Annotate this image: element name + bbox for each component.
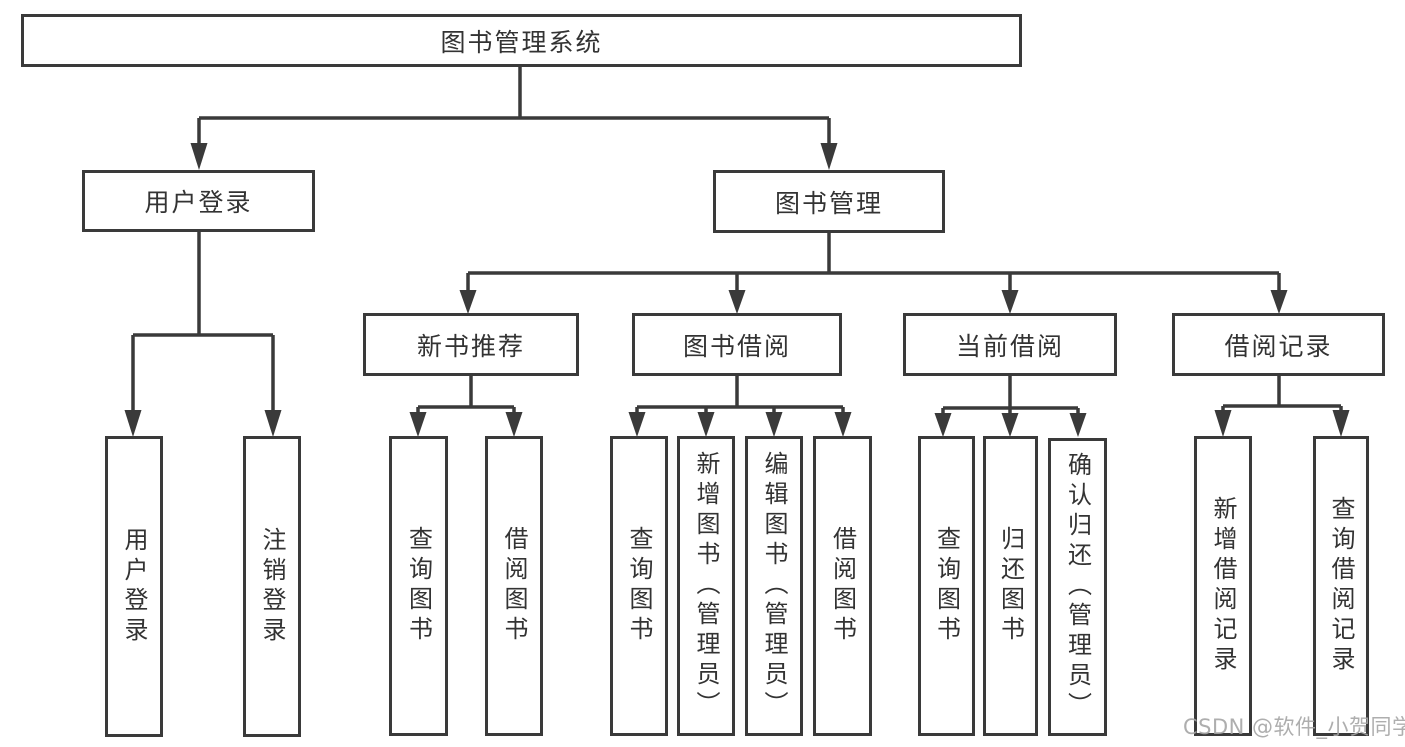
node-book-management: 图书管理 xyxy=(713,170,945,233)
leaf-edit-books-admin: 编辑图书（管理员） xyxy=(745,436,803,736)
leaf-borrow-books-recommend-label: 借阅图书 xyxy=(500,526,528,646)
arrowhead xyxy=(124,410,142,437)
leaf-confirm-return-admin-label: 确认归还（管理员） xyxy=(1063,452,1092,722)
arrowhead xyxy=(765,412,783,437)
node-borrowing-records-label: 借阅记录 xyxy=(1224,331,1333,361)
leaf-return-books-label: 归还图书 xyxy=(996,526,1025,646)
arrowhead xyxy=(1001,413,1019,437)
arrowhead xyxy=(834,412,852,437)
leaf-query-books-borrowing: 查询图书 xyxy=(610,436,668,736)
leaf-query-borrow-record-label: 查询借阅记录 xyxy=(1327,496,1355,676)
csdn-watermark: CSDN @软件_小贺同学 xyxy=(1183,715,1405,739)
leaf-add-borrow-record-label: 新增借阅记录 xyxy=(1209,496,1237,676)
arrowhead xyxy=(820,143,838,170)
leaf-add-books-admin: 新增图书（管理员） xyxy=(677,436,735,736)
arrowhead xyxy=(1270,290,1288,314)
leaf-query-books-current-label: 查询图书 xyxy=(932,526,961,646)
arrowhead xyxy=(628,412,646,437)
node-library-system: 图书管理系统 xyxy=(21,14,1022,67)
leaf-add-borrow-record: 新增借阅记录 xyxy=(1194,436,1252,736)
leaf-confirm-return-admin: 确认归还（管理员） xyxy=(1048,438,1107,736)
arrowhead xyxy=(1069,413,1087,437)
leaf-logout-label: 注销登录 xyxy=(258,526,286,647)
arrowhead xyxy=(409,412,427,437)
arrowhead xyxy=(1214,410,1232,437)
leaf-query-books-recommend: 查询图书 xyxy=(389,436,448,736)
arrowhead xyxy=(190,143,208,170)
leaf-query-borrow-record: 查询借阅记录 xyxy=(1313,436,1369,736)
arrowhead xyxy=(728,290,746,314)
arrowhead xyxy=(934,413,952,437)
arrowhead xyxy=(1332,410,1350,437)
leaf-edit-books-admin-label: 编辑图书（管理员） xyxy=(760,451,788,721)
leaf-borrow-books-borrowing-label: 借阅图书 xyxy=(828,526,857,646)
leaf-query-books-current: 查询图书 xyxy=(918,436,975,736)
arrowhead xyxy=(1001,290,1019,314)
arrowhead xyxy=(505,412,523,437)
node-book-management-label: 图书管理 xyxy=(774,188,883,218)
node-current-borrowing-label: 当前借阅 xyxy=(955,331,1064,361)
node-book-borrowing: 图书借阅 xyxy=(632,313,842,376)
node-book-borrowing-label: 图书借阅 xyxy=(682,331,791,361)
leaf-user-login: 用户登录 xyxy=(105,436,163,737)
leaf-query-books-borrowing-label: 查询图书 xyxy=(625,526,653,646)
leaf-add-books-admin-label: 新增图书（管理员） xyxy=(692,451,720,721)
node-borrowing-records: 借阅记录 xyxy=(1172,313,1385,376)
leaf-return-books: 归还图书 xyxy=(983,436,1038,736)
leaf-user-login-label: 用户登录 xyxy=(120,526,148,647)
node-library-system-label: 图书管理系统 xyxy=(440,27,603,57)
arrowhead xyxy=(697,412,715,437)
node-user-login: 用户登录 xyxy=(82,170,315,232)
node-user-login-label: 用户登录 xyxy=(144,188,253,217)
node-new-book-recommendation-label: 新书推荐 xyxy=(416,331,525,361)
leaf-query-books-recommend-label: 查询图书 xyxy=(404,526,433,646)
arrowhead xyxy=(264,410,282,437)
arrowhead xyxy=(459,290,477,314)
leaf-logout: 注销登录 xyxy=(243,436,301,737)
leaf-borrow-books-recommend: 借阅图书 xyxy=(485,436,543,736)
node-current-borrowing: 当前借阅 xyxy=(903,313,1117,376)
node-new-book-recommendation: 新书推荐 xyxy=(363,313,579,376)
leaf-borrow-books-borrowing: 借阅图书 xyxy=(813,436,872,736)
